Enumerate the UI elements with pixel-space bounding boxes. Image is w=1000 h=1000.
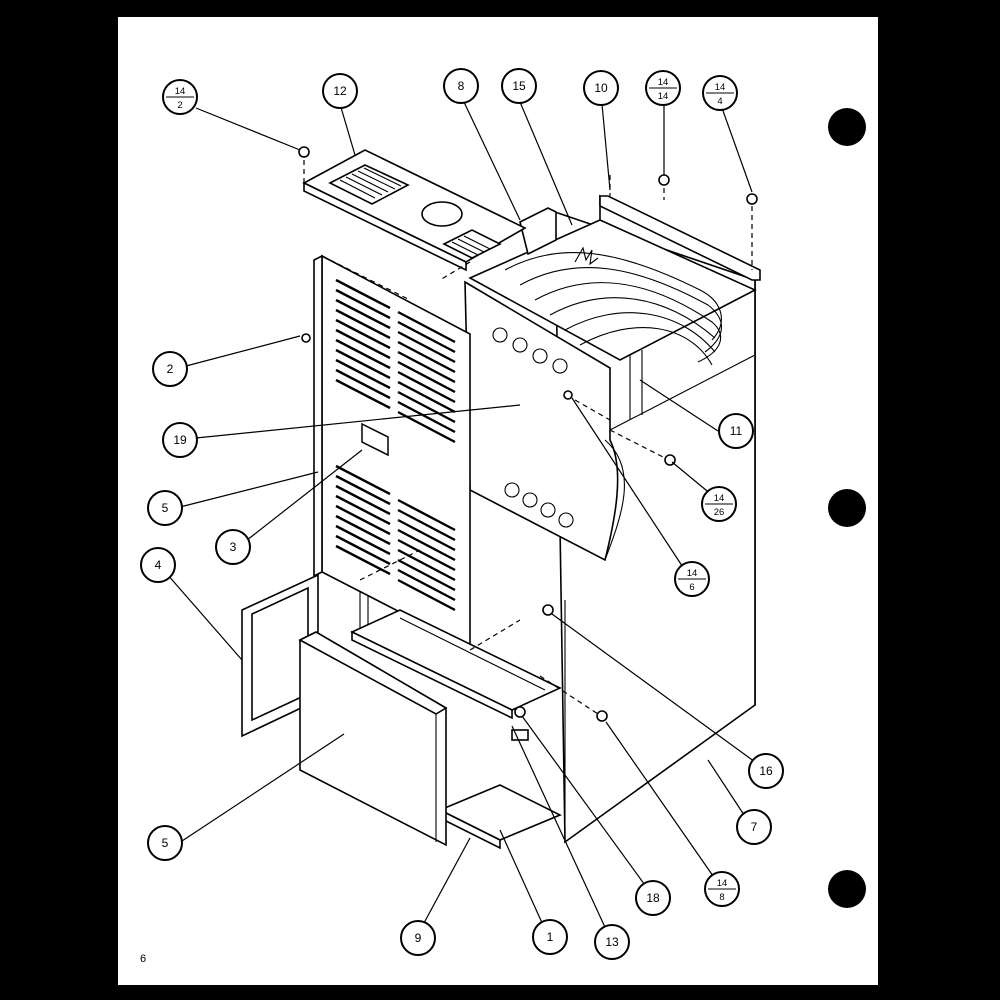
door-louvers-lower-right [397,498,456,612]
callout-8: 8 [443,68,479,104]
callout-15-label: 15 [512,79,526,93]
callout-11: 11 [718,413,754,449]
top-panel-part-12 [302,149,527,272]
callout-5-upper-door-label: 5 [162,501,169,515]
callout-5-upper-door: 5 [147,490,183,526]
callout-14-6: 14 6 [674,561,710,597]
callout-7: 7 [736,809,772,845]
callout-4-label: 4 [155,558,162,572]
callout-3: 3 [215,529,251,565]
callout-9-label: 9 [415,931,422,945]
callout-12: 12 [322,73,358,109]
callout-3-label: 3 [230,540,237,554]
callout-19-label: 19 [173,433,187,447]
callout-14-14-bottom: 14 [658,91,669,102]
bracket-part-13 [511,729,529,741]
base-rail-part-9 [438,784,562,850]
inner-panel-holes-lower [504,482,574,528]
callout-14-6-top: 14 [687,568,698,579]
screw-14-2 [298,146,310,158]
binder-hole-bottom [828,870,866,908]
filter-frame-part-4 [241,573,319,738]
rating-label-part-3 [361,422,389,457]
callout-13: 13 [594,924,630,960]
callout-14-26: 14 26 [701,486,737,522]
callout-1: 1 [532,919,568,955]
callout-14-2-top: 14 [175,86,186,97]
top-panel-vent-hole [421,201,463,227]
callout-10-label: 10 [594,81,608,95]
callout-14-26-bottom: 26 [714,507,725,518]
callout-14-4: 14 4 [702,75,738,111]
inner-panel-screw [563,390,573,400]
top-panel-grille-left [328,164,410,205]
door-louvers-upper-left [335,278,391,410]
callout-18: 18 [635,880,671,916]
callout-13-label: 13 [605,935,619,949]
clip-part-18 [514,706,526,718]
callout-14-14: 14 14 [645,70,681,106]
grommet-part-16 [542,604,554,616]
inner-side-panel [464,280,619,562]
screw-14-4 [746,193,758,205]
callout-15: 15 [501,68,537,104]
page-number: 6 [140,953,146,965]
callout-19: 19 [162,422,198,458]
screw-part-2 [301,333,311,343]
callout-8-label: 8 [458,79,465,93]
callout-9: 9 [400,920,436,956]
callout-14-2-bottom: 2 [177,100,182,111]
screw-14-14 [658,174,670,186]
top-panel-grille-right [442,229,502,259]
inner-panel-holes-upper [492,327,568,374]
upper-door-part-6 [313,254,471,650]
binder-hole-middle [828,489,866,527]
callout-14-4-top: 14 [715,82,726,93]
leader-lines [159,99,767,939]
binder-hole-top [828,108,866,146]
back-upright-part-8 [519,207,557,256]
callout-16-label: 16 [759,764,773,778]
door-louvers-lower-left [335,464,391,576]
top-rail-part-10 [599,195,761,281]
callout-11-label: 11 [730,424,743,438]
callout-14-6-bottom: 6 [689,582,694,593]
callout-14-8-bottom: 8 [719,892,724,903]
callout-14-4-bottom: 4 [717,96,722,107]
callout-14-2: 14 2 [162,79,198,115]
lower-door-part-5 [298,631,448,847]
callout-14-14-top: 14 [658,77,669,88]
callout-4: 4 [140,547,176,583]
door-louvers-upper-right [397,310,456,444]
callout-2-label: 2 [167,362,174,376]
callout-5-lower-door: 5 [147,825,183,861]
callout-5-lower-door-label: 5 [162,836,169,850]
callout-1-label: 1 [547,930,554,944]
callout-12-label: 12 [333,84,347,98]
callout-16: 16 [748,753,784,789]
callout-18-label: 18 [646,891,660,905]
callout-7-label: 7 [751,820,758,834]
bottom-shelf-part-1 [350,609,562,720]
binder-holes [828,108,866,908]
callout-14-8: 14 8 [704,871,740,907]
callout-14-26-top: 14 [714,493,725,504]
callout-14-8-top: 14 [717,878,728,889]
callout-2: 2 [152,351,188,387]
screw-14-8 [596,710,608,722]
callout-10: 10 [583,70,619,106]
